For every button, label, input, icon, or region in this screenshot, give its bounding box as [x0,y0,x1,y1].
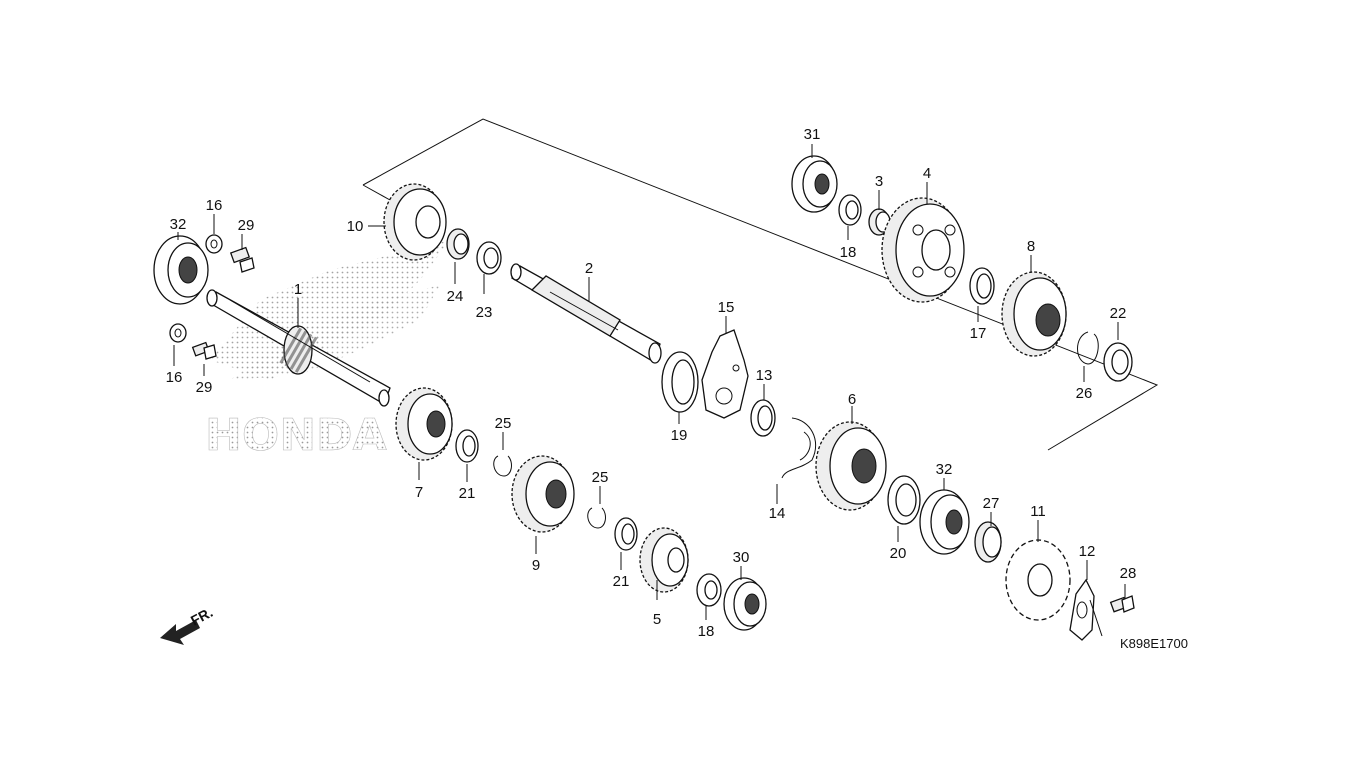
circlip-26 [1077,331,1099,365]
bearing-32-right [919,489,970,555]
needle-bearing-24 [446,228,470,260]
honda-watermark-text: HONDA [205,410,387,461]
plate-15 [701,329,749,419]
oil-seal-27 [974,521,1002,563]
callout-13: 13 [756,367,773,384]
callout-17: 17 [970,325,987,342]
callout-11: 11 [1030,503,1046,520]
washer-21-upper [455,429,479,463]
callout-8: 8 [1027,238,1035,255]
assembly-bracket [362,118,1159,451]
gear-10 [383,183,447,261]
bearing-30 [723,577,767,631]
callout-20: 20 [890,545,907,562]
bearing-31 [791,155,838,213]
callout-14: 14 [769,505,786,522]
callout-10: 10 [347,218,364,235]
washer-17 [969,267,995,305]
callout-31: 31 [804,126,821,143]
gear-4 [881,197,965,303]
callout-5: 5 [653,611,661,628]
callout-6: 6 [848,391,856,408]
callout-16-bottom: 16 [166,369,183,386]
callout-1: 1 [294,281,302,298]
callout-2: 2 [585,260,593,277]
callout-24: 24 [447,288,464,305]
washer-19 [661,351,699,413]
callout-21-upper: 21 [459,485,476,502]
callout-22: 22 [1110,305,1127,322]
gear-6 [815,421,887,511]
gear-8 [1001,271,1067,357]
bolt-28 [1109,595,1135,613]
diagram-code: K898E1700 [1120,636,1188,651]
callout-18-lower: 18 [698,623,715,640]
washer-21-lower [614,517,638,551]
washer-18-lower [696,573,722,607]
washer-22 [1103,342,1133,382]
callout-19: 19 [671,427,688,444]
sprocket-11 [1005,539,1071,621]
washer-18-upper [838,194,862,226]
callout-labels: 1 2 3 4 5 6 7 8 9 10 11 12 13 14 15 16 1… [166,126,1137,640]
callout-3: 3 [875,173,883,190]
spring-14 [781,417,817,479]
callout-9: 9 [532,557,540,574]
callout-26: 26 [1076,385,1093,402]
callout-30: 30 [733,549,750,566]
callout-12: 12 [1079,543,1096,560]
bolt-29-top [229,246,255,273]
callout-23: 23 [476,304,493,321]
callout-25-lower: 25 [592,469,609,486]
callout-32-left: 32 [170,216,187,233]
callout-21-lower: 21 [613,573,630,590]
callout-7: 7 [415,484,423,501]
callout-18-upper: 18 [840,244,857,261]
mainshaft-1 [206,289,391,407]
gear-9 [511,455,575,533]
gear-7 [395,387,453,461]
washer-13 [750,399,776,437]
callout-4: 4 [923,165,931,182]
callout-32-right: 32 [936,461,953,478]
callout-25-upper: 25 [495,415,512,432]
callout-27: 27 [983,495,1000,512]
washer-20 [887,475,921,525]
callout-16-top: 16 [206,197,223,214]
countershaft-2 [510,263,662,364]
callout-29-bottom: 29 [196,379,213,396]
callout-29-top: 29 [238,217,255,234]
callout-28: 28 [1120,565,1137,582]
callout-15: 15 [718,299,735,316]
front-direction-icon: FR. [160,604,215,645]
plate-12 [1069,578,1095,641]
bearing-32-left [153,235,209,305]
circlip-25-lower [587,507,606,529]
gear-5 [639,527,689,593]
leader-lines [173,144,1126,637]
circlip-25-upper [493,455,512,477]
washer-23 [476,241,502,275]
bolt-29-bottom [191,341,217,360]
